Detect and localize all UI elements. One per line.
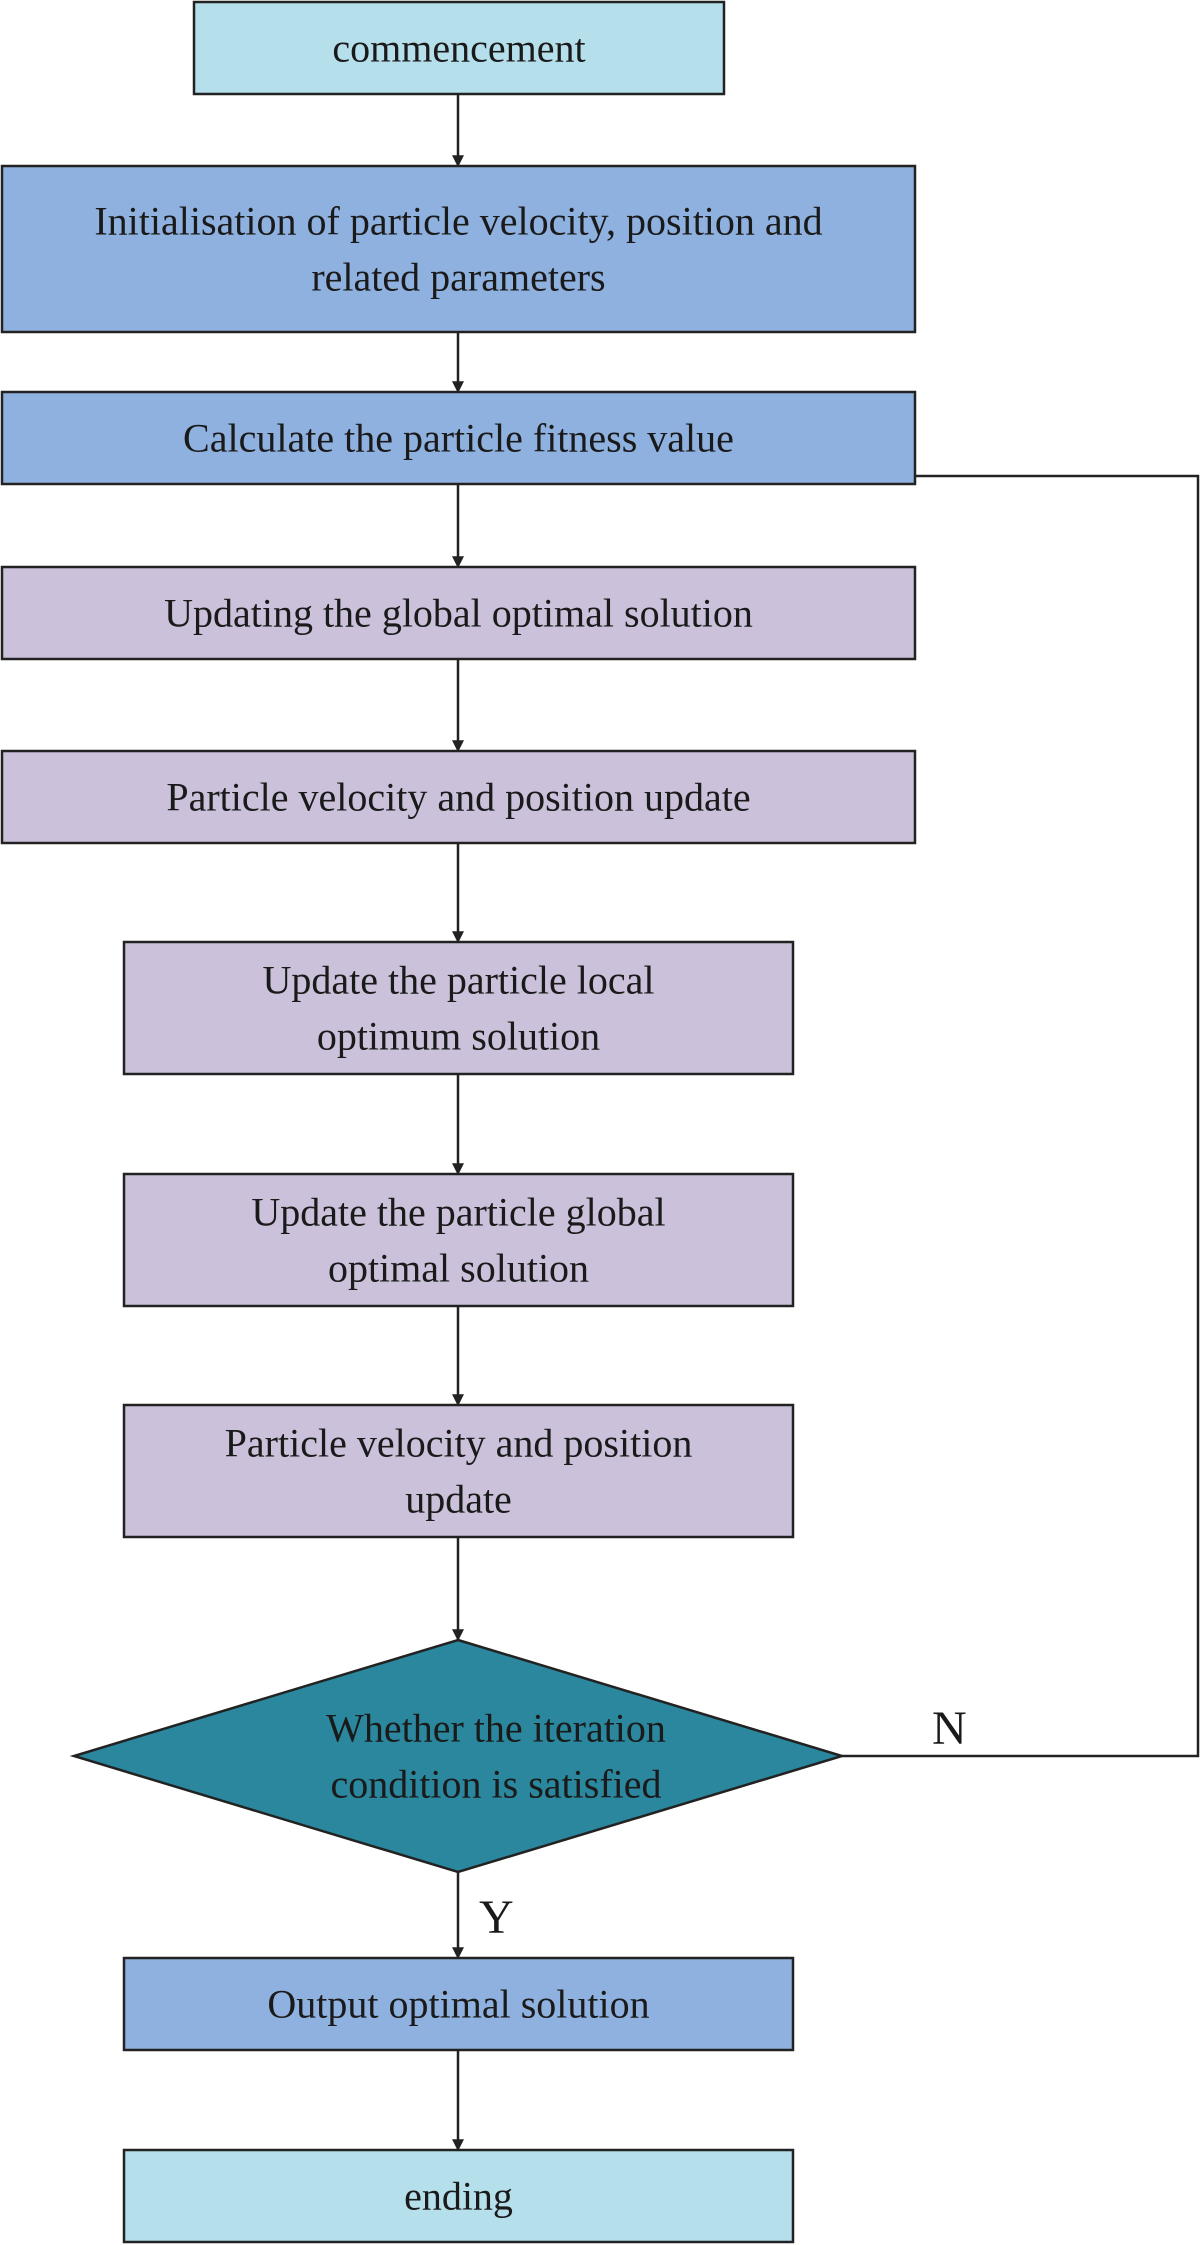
process-lilac-box	[0, 749, 917, 845]
node-end: ending	[122, 2148, 795, 2244]
process-blue-box	[0, 390, 917, 486]
node-global-opt: Update the particle global optimal soluti…	[122, 1172, 795, 1308]
node-label-line: Calculate the particle fitness value	[183, 416, 734, 461]
node-label-line: Output optimal solution	[267, 1982, 649, 2027]
node-local-opt: Update the particle local optimum solutio…	[122, 940, 795, 1076]
edge-label-yes: Y	[479, 1891, 514, 1944]
node-label-line: optimum solution	[317, 1014, 600, 1059]
node-decision: Whether the iteration condition is satisf…	[69, 1638, 847, 1874]
edge-labels-layer: YN	[479, 1702, 967, 1944]
process-lilac-box	[0, 565, 917, 661]
node-label-line: commencement	[332, 26, 585, 71]
terminal-box	[122, 2148, 795, 2244]
node-label-line: Updating the global optimal solution	[164, 591, 753, 636]
node-label-line: Initialisation of particle velocity, pos…	[94, 199, 822, 244]
node-init: Initialisation of particle velocity, pos…	[0, 164, 917, 334]
node-label-line: Particle velocity and position	[225, 1421, 693, 1466]
terminal-box	[192, 0, 726, 96]
process-lilac-box	[122, 940, 795, 1076]
node-output: Output optimal solution	[122, 1956, 795, 2052]
node-label-line: Update the particle local	[262, 958, 654, 1003]
node-start: commencement	[192, 0, 726, 96]
process-lilac-box	[122, 1403, 795, 1539]
process-lilac-box	[122, 1172, 795, 1308]
node-label-line: Whether the iteration	[326, 1706, 666, 1751]
node-vel-pos-2: Particle velocity and position update	[122, 1403, 795, 1539]
node-label-line: update	[405, 1477, 512, 1522]
node-label-line: ending	[404, 2174, 513, 2219]
node-label-line: related parameters	[311, 255, 605, 300]
node-label-line: Update the particle global	[251, 1190, 665, 1235]
loop-back-arrow-no	[457, 470, 1200, 1758]
node-fitness: Calculate the particle fitness value	[0, 390, 917, 486]
node-update-global: Updating the global optimal solution	[0, 565, 917, 661]
node-label-line: Particle velocity and position update	[166, 775, 750, 820]
decision-diamond	[69, 1638, 847, 1874]
node-label-line: condition is satisfied	[330, 1762, 661, 1807]
process-blue-box	[0, 164, 917, 334]
node-label-line: optimal solution	[328, 1246, 589, 1291]
process-blue-box	[122, 1956, 795, 2052]
node-vel-pos-1: Particle velocity and position update	[0, 749, 917, 845]
edge-label-no: N	[932, 1702, 967, 1755]
